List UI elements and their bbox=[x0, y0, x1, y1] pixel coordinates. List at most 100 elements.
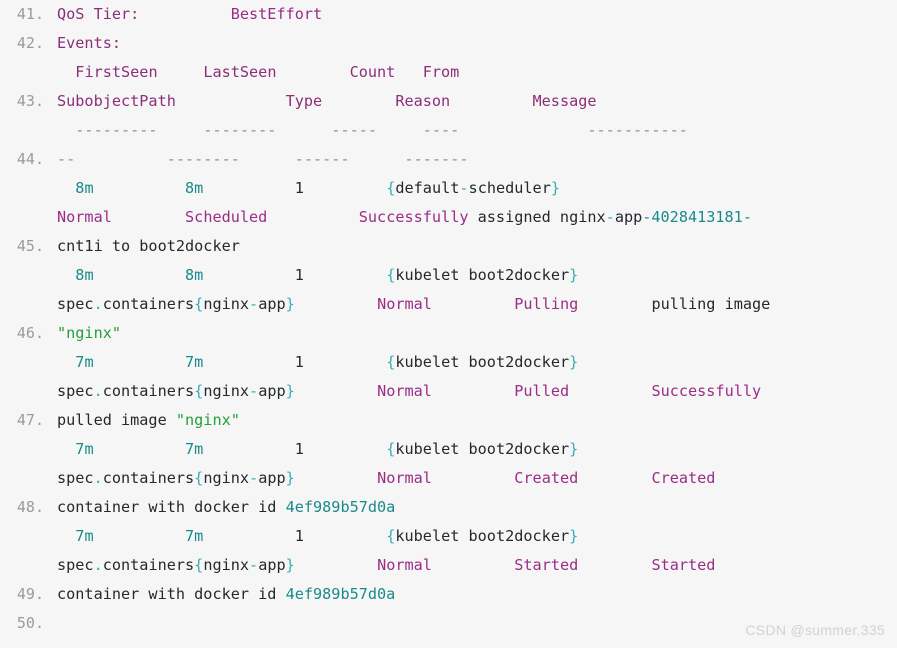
code-token-keyword: Successfully bbox=[651, 382, 762, 400]
code-token-keyword: Pulling bbox=[514, 295, 579, 313]
code-line-content: Events: bbox=[57, 29, 121, 58]
code-line-content: 8m 8m 1 {kubelet boot2docker} bbox=[57, 261, 578, 290]
code-token-key: FirstSeen bbox=[75, 63, 158, 81]
code-token-number: 4ef989b57d0a bbox=[285, 585, 396, 603]
code-token-keyword: Successfully bbox=[358, 208, 469, 226]
code-token-plain bbox=[112, 208, 185, 226]
code-token-punct: } bbox=[285, 295, 295, 313]
code-token-keyword: Created bbox=[651, 469, 716, 487]
code-token-keyword: Normal bbox=[377, 295, 432, 313]
code-token-plain: kubelet boot2docker bbox=[395, 266, 570, 284]
code-token-plain bbox=[94, 527, 185, 545]
code-token-punct: . bbox=[93, 556, 103, 574]
code-token-plain: kubelet boot2docker bbox=[395, 353, 570, 371]
csdn-watermark: CSDN @summer.335 bbox=[745, 622, 885, 638]
code-line: --------- -------- ----- ---- ----------… bbox=[0, 116, 897, 145]
code-line-content: cnt1i to boot2docker bbox=[57, 232, 240, 261]
code-token-string: "nginx" bbox=[175, 411, 240, 429]
code-token-plain: containers bbox=[102, 382, 195, 400]
code-token-plain: spec bbox=[57, 556, 94, 574]
code-line-content: spec.containers{nginx-app} Normal Starte… bbox=[57, 551, 715, 580]
code-line: 7m 7m 1 {kubelet boot2docker} bbox=[0, 435, 897, 464]
code-line-content: 7m 7m 1 {kubelet boot2docker} bbox=[57, 348, 578, 377]
code-token-key: QoS Tier: bbox=[57, 5, 140, 23]
code-line: 44-- -------- ------ ------- bbox=[0, 145, 897, 174]
code-token-punct: { bbox=[194, 295, 204, 313]
code-token-plain bbox=[295, 382, 377, 400]
code-line: 7m 7m 1 {kubelet boot2docker} bbox=[0, 348, 897, 377]
code-line-content: spec.containers{nginx-app} Normal Pullin… bbox=[57, 290, 770, 319]
line-number: 41 bbox=[8, 0, 44, 29]
code-token-number: 7m bbox=[75, 440, 94, 458]
code-token-plain: container with docker id bbox=[57, 585, 286, 603]
code-token-punct: { bbox=[386, 440, 396, 458]
code-line: spec.containers{nginx-app} Normal Create… bbox=[0, 464, 897, 493]
code-token-plain bbox=[295, 469, 377, 487]
code-token-plain bbox=[304, 179, 386, 197]
line-number: 48 bbox=[8, 493, 44, 522]
code-token-plain: app bbox=[258, 556, 286, 574]
code-token-number: 7m bbox=[75, 353, 94, 371]
code-token-plain bbox=[578, 556, 651, 574]
code-token-plain bbox=[176, 92, 286, 110]
code-line-content: spec.containers{nginx-app} Normal Pulled… bbox=[57, 377, 761, 406]
code-token-punct: - bbox=[605, 208, 615, 226]
code-line-content: Normal Scheduled Successfully assigned n… bbox=[57, 203, 752, 232]
code-token-plain bbox=[395, 63, 422, 81]
code-token-plain bbox=[57, 353, 75, 371]
code-token-plain bbox=[94, 266, 185, 284]
code-token-plain bbox=[57, 63, 75, 81]
code-line: 7m 7m 1 {kubelet boot2docker} bbox=[0, 522, 897, 551]
code-token-plain: app bbox=[258, 469, 286, 487]
code-token-plain: containers bbox=[102, 469, 195, 487]
code-token-plain bbox=[267, 208, 358, 226]
code-token-plain bbox=[304, 353, 386, 371]
code-token-plain bbox=[57, 266, 75, 284]
code-token-plain bbox=[304, 266, 386, 284]
code-token-punct: } bbox=[569, 353, 579, 371]
code-token-number: -4028413181- bbox=[642, 208, 752, 226]
code-token-keyword: Normal bbox=[57, 208, 112, 226]
code-token-punct: . bbox=[93, 469, 103, 487]
code-token-key: Events: bbox=[57, 34, 122, 52]
code-line-content: FirstSeen LastSeen Count From bbox=[57, 58, 459, 87]
code-token-punct: } bbox=[569, 266, 579, 284]
code-token-plain bbox=[94, 179, 185, 197]
code-token-plain bbox=[57, 179, 75, 197]
code-token-plain: spec bbox=[57, 382, 94, 400]
code-line: 8m 8m 1 {default-scheduler} bbox=[0, 174, 897, 203]
code-line: 48container with docker id 4ef989b57d0a bbox=[0, 493, 897, 522]
code-line-content: SubobjectPath Type Reason Message bbox=[57, 87, 597, 116]
code-token-plain: 1 bbox=[294, 179, 304, 197]
code-token-plain bbox=[276, 63, 349, 81]
code-line: 47pulled image "nginx" bbox=[0, 406, 897, 435]
code-token-punct: { bbox=[386, 179, 396, 197]
code-token-plain: app bbox=[258, 382, 286, 400]
code-token-dash: --------- -------- ----- ---- ----------… bbox=[57, 121, 688, 139]
code-token-plain bbox=[57, 440, 75, 458]
code-token-plain bbox=[94, 440, 185, 458]
code-token-keyword: Pulled bbox=[514, 382, 570, 400]
code-token-plain: app bbox=[614, 208, 643, 226]
line-number: 42 bbox=[8, 29, 44, 58]
code-token-plain: 1 bbox=[294, 353, 304, 371]
code-token-plain: pulled image bbox=[57, 411, 176, 429]
code-token-plain: assigned nginx bbox=[468, 208, 606, 226]
code-token-number: 7m bbox=[185, 353, 204, 371]
code-token-number: 8m bbox=[185, 179, 204, 197]
code-token-number: 7m bbox=[185, 440, 204, 458]
code-token-plain: kubelet boot2docker bbox=[395, 440, 570, 458]
code-token-plain bbox=[203, 179, 294, 197]
code-token-punct: - bbox=[249, 382, 259, 400]
code-token-plain: container with docker id bbox=[57, 498, 286, 516]
code-token-punct: } bbox=[550, 179, 560, 197]
code-token-plain bbox=[158, 63, 204, 81]
code-token-plain bbox=[295, 556, 377, 574]
code-token-plain: containers bbox=[102, 295, 195, 313]
code-token-key: LastSeen bbox=[203, 63, 277, 81]
code-token-punct: { bbox=[386, 527, 396, 545]
code-token-keyword: Started bbox=[514, 556, 579, 574]
code-token-punct: . bbox=[93, 382, 103, 400]
line-number: 49 bbox=[8, 580, 44, 609]
